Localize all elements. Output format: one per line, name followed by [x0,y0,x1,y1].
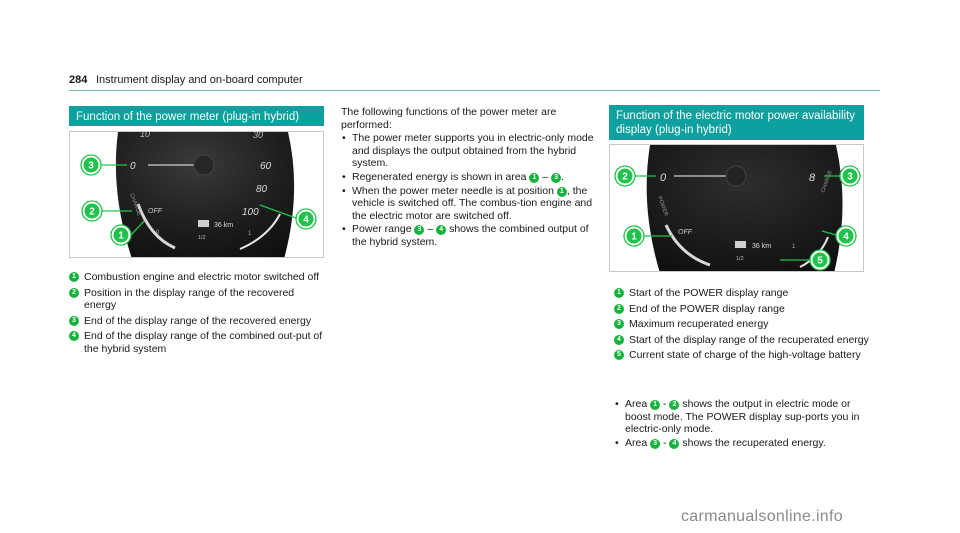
svg-text:2: 2 [622,172,628,183]
bullet-icon: • [615,398,619,410]
page-header-title: Instrument display and on-board computer [96,74,303,86]
svg-text:2: 2 [89,207,95,218]
intro-paragraph: The following functions of the power met… [341,106,557,131]
number-badge: 4 [614,334,624,345]
gauge-label-0: 0 [660,172,667,184]
power-availability-figure: 0 8 POWER CHARGE OFF 36 km 1/2 1 2 3 1 [609,144,864,272]
battery-icon [735,241,746,248]
number-badge: 1 [69,272,79,282]
number-badge: 4 [69,331,79,342]
number-badge: 2 [614,303,624,314]
bullet-icon: • [342,170,346,183]
bullet-icon: • [342,184,346,197]
callout-4: 4 [821,225,857,247]
power-meter-figure: 10 30 0 60 80 100 0 1 CHARGE OFF 36 km 1… [69,131,324,258]
list-item: •The power meter supports you in electri… [342,132,594,170]
callout-1: 1 [110,220,145,246]
power-meter-description: The following functions of the power met… [341,106,596,249]
gauge-label-10: 10 [140,132,150,139]
list-item: •Power range 3 – 4 shows the combined ou… [342,223,589,248]
number-badge: 2 [669,400,680,410]
bullet-icon: • [615,436,619,449]
bullet-icon: • [342,132,346,145]
svg-text:1: 1 [118,231,124,242]
callout-5: 5 [780,249,831,271]
svg-text:5: 5 [817,256,823,267]
bullet-icon: • [342,223,346,236]
page-header: 284 Instrument display and on-board comp… [69,71,880,91]
number-badge: 1 [650,400,661,410]
number-badge: 3 [414,225,425,236]
range-readout: 36 km [214,222,233,229]
gauge-label-100: 100 [242,207,259,218]
fuel-level: 1/2 [198,235,206,241]
range-readout: 36 km [752,243,771,250]
callout-2: 2 [81,200,132,222]
callout-3: 3 [824,165,861,187]
list-item: •When the power meter needle is at posit… [342,184,593,222]
number-badge: 5 [614,350,624,361]
off-label: OFF [678,229,693,236]
section-heading-power-meter: Function of the power meter (plug-in hyb… [69,106,324,126]
number-badge: 1 [614,288,624,298]
svg-text:1: 1 [631,232,637,243]
gauge-label-0: 0 [130,161,136,172]
gauge-dial [115,132,295,257]
callout-4: 4 [259,204,317,230]
number-badge: 3 [650,438,661,449]
number-badge: 3 [69,315,79,326]
page-number: 284 [69,74,88,86]
svg-text:3: 3 [88,161,94,172]
power-availability-bullets: •Area 1 - 2 shows the output in electric… [614,397,869,450]
svg-text:3: 3 [847,172,853,183]
svg-text:4: 4 [303,215,309,226]
watermark: carmanualsonline.info [681,508,843,525]
svg-text:4: 4 [843,232,849,243]
list-item: •Regenerated energy is shown in area 1 –… [342,170,565,183]
gauge-tick-1: 1 [248,231,252,237]
list-item: •Area 1 - 2 shows the output in electric… [615,398,860,436]
gauge-tick-1: 1 [792,244,796,250]
section-heading-power-availability: Function of the electric motor power ava… [609,105,864,140]
number-badge: 2 [69,287,79,298]
number-badge: 1 [556,186,567,197]
gauge-label-8: 8 [809,172,816,184]
number-badge: 3 [614,319,624,330]
gauge-label-60: 60 [260,161,272,172]
callout-2: 2 [614,165,656,187]
number-badge: 4 [669,438,680,449]
number-badge: 4 [436,225,447,236]
number-badge: 1 [529,172,540,183]
fuel-level: 1/2 [736,256,744,262]
number-badge: 3 [551,172,562,183]
gauge-label-30: 30 [253,132,263,140]
battery-icon [198,220,209,227]
gauge-label-80: 80 [256,184,268,195]
gauge-tick-0: 0 [156,230,160,236]
list-item: •Area 3 - 4 shows the recuperated energy… [615,436,826,449]
callout-3: 3 [80,154,127,176]
callout-1: 1 [623,225,672,247]
off-label: OFF [148,208,163,215]
